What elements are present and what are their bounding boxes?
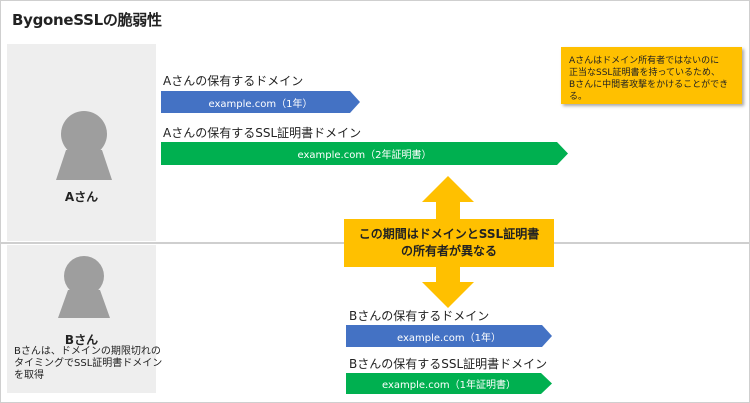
user-b-desc-line: Bさんは、ドメインの期限切れの (14, 346, 161, 357)
user-b-desc-line: タイミングでSSL証明書ドメイン (14, 358, 163, 369)
user-a-avatar-icon (56, 111, 112, 180)
a-cert-label: Aさんの保有するSSL証明書ドメイン (163, 126, 362, 140)
a-domain-arrow: example.com（1年） (161, 91, 360, 113)
attack-note: Aさんはドメイン所有者ではないのに 正当なSSL証明書を持っているため、 Bさん… (561, 47, 742, 104)
note-line: Aさんはドメイン所有者ではないのに (569, 56, 720, 66)
callout-line: この期間はドメインとSSL証明書 (358, 227, 540, 241)
page-title: BygoneSSLの脆弱性 (12, 11, 162, 29)
user-b-name: Bさん (64, 333, 99, 347)
note-line: 正当なSSL証明書を持っているため、 (569, 68, 720, 78)
a-cert-arrow-text: example.com（2年証明書） (297, 150, 432, 161)
note-line: Bさんに中間者攻撃をかけることができる。 (569, 80, 729, 102)
a-cert-arrow: example.com（2年証明書） (161, 142, 568, 165)
b-domain-label: Bさんの保有するドメイン (349, 309, 490, 323)
callout-line: の所有者が異なる (400, 244, 497, 258)
user-a-name: Aさん (64, 190, 99, 204)
user-b-description: Bさんは、ドメインの期限切れの タイミングでSSL証明書ドメイン を取得 (14, 346, 162, 382)
user-b-avatar-icon (58, 256, 110, 318)
user-b-desc-line: を取得 (14, 370, 44, 381)
b-cert-label: Bさんの保有するSSL証明書ドメイン (349, 357, 548, 371)
b-cert-arrow: example.com（1年証明書） (346, 373, 552, 394)
b-domain-arrow-text: example.com（1年） (397, 332, 501, 344)
b-cert-arrow-text: example.com（1年証明書） (382, 380, 516, 391)
ownership-callout: この期間はドメインとSSL証明書 の所有者が異なる (344, 219, 554, 267)
b-domain-arrow: example.com（1年） (346, 325, 552, 347)
a-domain-label: Aさんの保有するドメイン (163, 74, 304, 88)
a-domain-arrow-text: example.com（1年） (208, 98, 313, 110)
